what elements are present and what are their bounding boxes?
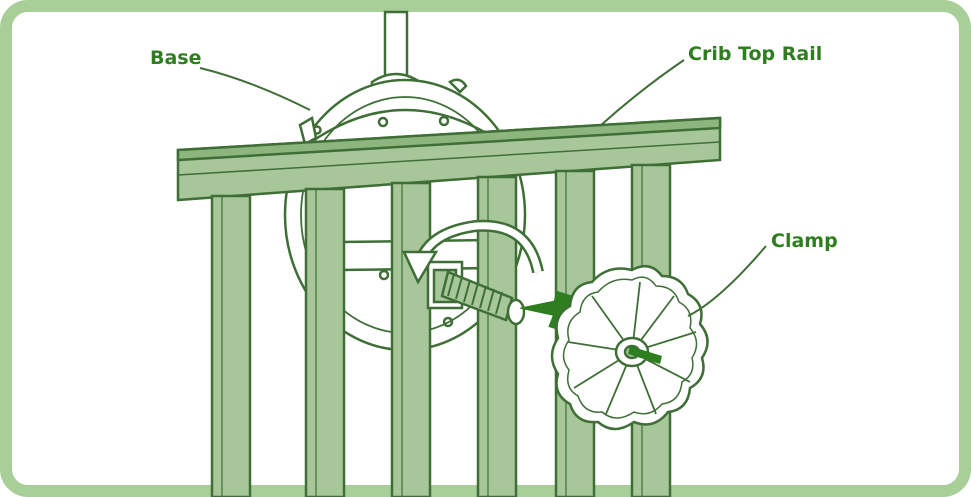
rail-leader-line (599, 59, 685, 127)
rotation-arrow-icon (402, 219, 544, 285)
crib-top-rail (176, 116, 722, 202)
clamp-label: Clamp (771, 230, 838, 252)
clamp-leader-line (687, 245, 767, 317)
slat (304, 187, 346, 497)
leader-lines (199, 59, 767, 317)
slat (390, 181, 432, 497)
base-label: Base (150, 47, 202, 69)
clamp-knob (550, 264, 709, 431)
slat (210, 194, 252, 497)
base-leader-line (199, 67, 311, 111)
crib-top-rail-label: Crib Top Rail (688, 43, 823, 65)
mounting-screw (426, 260, 526, 326)
